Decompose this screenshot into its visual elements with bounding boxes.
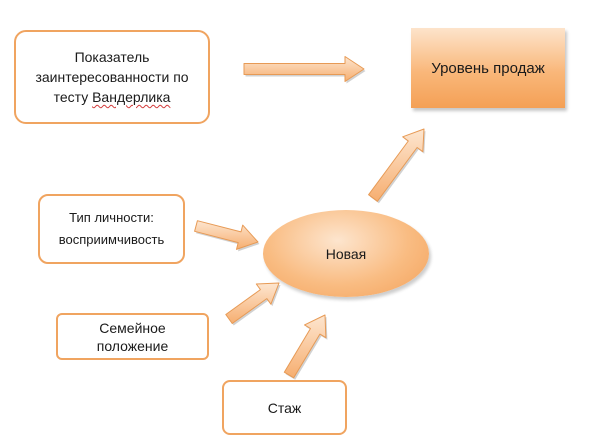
new-node-label: Новая bbox=[325, 245, 367, 262]
experience-label: Стаж bbox=[267, 399, 302, 416]
vanderlik-line-2: заинтересованности по bbox=[35, 69, 189, 85]
personality-type-box: Тип личности: восприимчивость bbox=[38, 194, 185, 264]
arrow-vanderlik_score-to-sales_level bbox=[243, 56, 365, 82]
arrow-new_node-to-sales_level bbox=[368, 128, 425, 202]
experience-box: Стаж bbox=[222, 380, 347, 435]
arrow-personality_type-to-new_node bbox=[194, 220, 259, 250]
arrow-experience-to-new_node bbox=[283, 314, 327, 379]
marital-line-2: положение bbox=[96, 337, 169, 354]
marital-status-box: Семейное положение bbox=[56, 313, 209, 360]
vanderlik-line-1: Показатель bbox=[74, 49, 150, 65]
sales-level-label: Уровень продаж bbox=[431, 59, 545, 77]
personality-line-2: восприимчивость bbox=[58, 232, 165, 247]
vanderlik-line-3: тесту Вандерлика bbox=[35, 87, 188, 107]
personality-line-1: Тип личности: bbox=[69, 210, 154, 225]
vanderlik-word-name: Вандерлика bbox=[92, 89, 171, 105]
marital-line-1: Семейное bbox=[99, 319, 166, 336]
arrow-marital_status-to-new_node bbox=[225, 282, 280, 324]
vanderlik-word-test: тесту bbox=[53, 89, 89, 105]
vanderlik-score-box: Показатель заинтересованности по тесту В… bbox=[14, 30, 210, 124]
sales-level-box: Уровень продаж bbox=[411, 28, 565, 108]
new-node-ellipse: Новая bbox=[263, 210, 429, 297]
